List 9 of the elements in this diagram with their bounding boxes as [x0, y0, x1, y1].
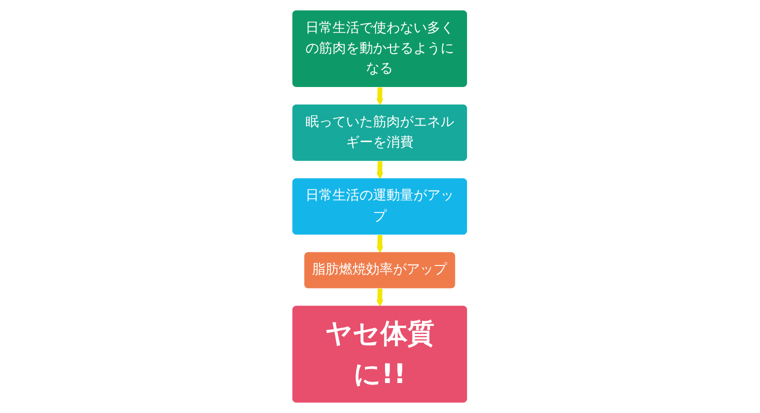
arrow: [376, 234, 384, 253]
node-box: ヤセ体質に!!: [292, 306, 468, 403]
node-box: 日常生活で使わない多くの筋肉を動かせるようになる: [292, 10, 468, 87]
node-box: 脂肪燃焼効率がアップ: [304, 252, 456, 288]
node-box: 眠っていた筋肉がエネルギーを消費: [292, 104, 468, 161]
arrow: [376, 288, 384, 306]
node-box: 日常生活の運動量がアップ: [292, 178, 468, 235]
arrow: [376, 160, 384, 180]
arrow: [376, 86, 384, 106]
